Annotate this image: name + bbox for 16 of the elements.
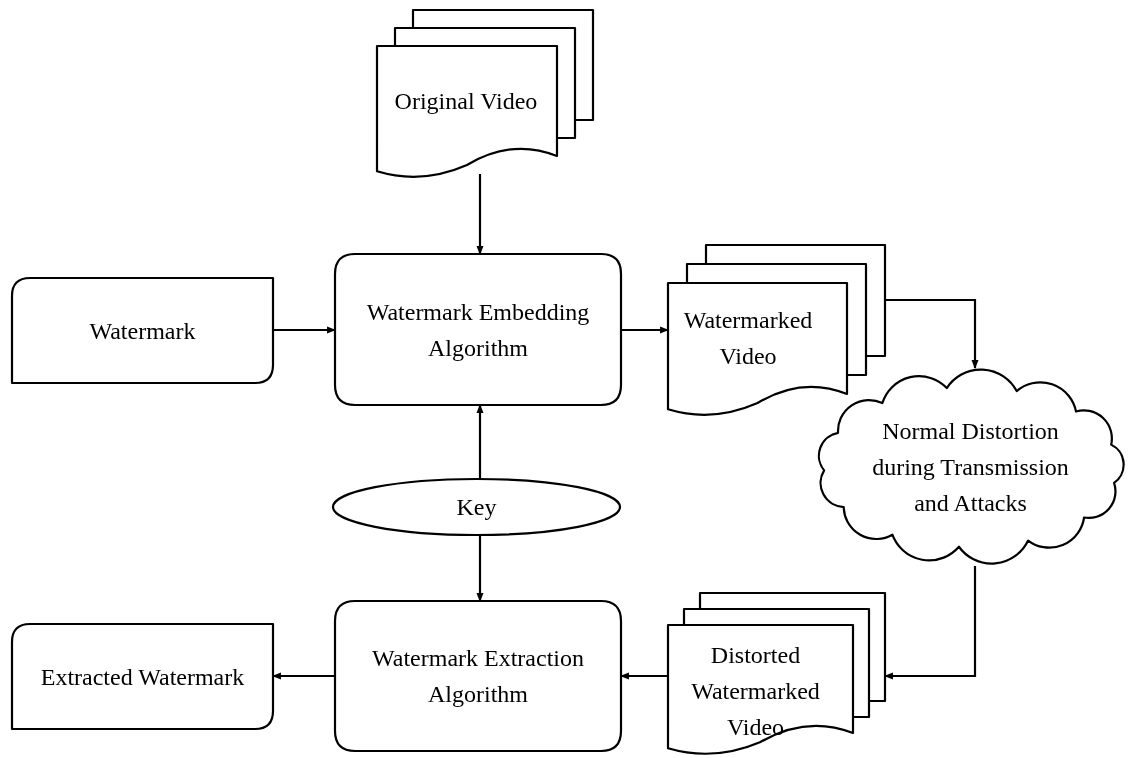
arrow: [621, 326, 669, 334]
key-ellipse: [333, 479, 620, 535]
node-label: Watermark: [89, 316, 196, 346]
arrow: [476, 174, 484, 255]
arrow: [885, 298, 979, 369]
output-box: [12, 624, 273, 729]
node-label: Watermark Embedding Algorithm: [365, 297, 591, 363]
process-box: [335, 601, 621, 751]
arrow: [476, 535, 484, 602]
process-box: [335, 254, 621, 405]
node-label: Extracted Watermark: [40, 662, 245, 692]
arrow: [273, 326, 336, 334]
node-label: Key: [456, 493, 497, 522]
node-label: Watermark Extraction Algorithm: [371, 644, 585, 709]
node-label: Normal Distortion during Transmission and Attacks: [871, 417, 1070, 518]
input-box: [12, 278, 273, 383]
